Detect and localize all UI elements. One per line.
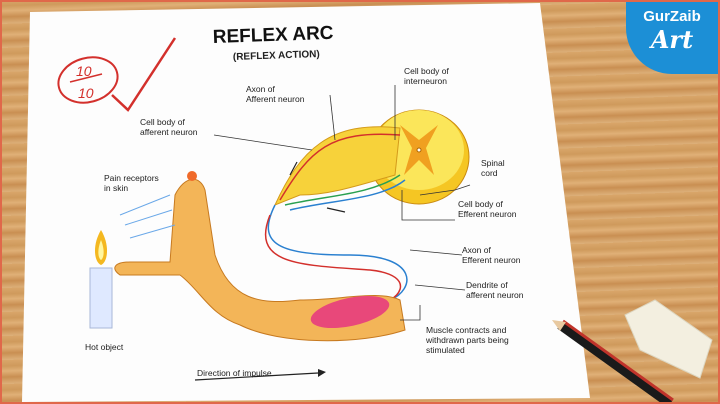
svg-text:Cell body of: Cell body of	[458, 199, 504, 209]
svg-text:Afferent neuron: Afferent neuron	[246, 94, 305, 104]
svg-text:afferent neuron: afferent neuron	[140, 127, 198, 137]
svg-text:Hot object: Hot object	[85, 342, 124, 352]
arrow-left-icon	[326, 207, 346, 213]
svg-text:Dendrite of: Dendrite of	[466, 280, 508, 290]
svg-text:10: 10	[78, 85, 94, 101]
efferent-axon	[267, 204, 408, 301]
svg-text:cord: cord	[481, 168, 498, 178]
brand-logo: GurZaib Art	[626, 0, 718, 74]
svg-text:Cell body of: Cell body of	[140, 117, 186, 127]
leader-lines	[213, 85, 471, 321]
logo-line1: GurZaib	[643, 8, 701, 25]
svg-text:stimulated: stimulated	[426, 345, 465, 355]
svg-text:Direction of impulse: Direction of impulse	[197, 368, 272, 378]
direction-arrow-icon	[194, 372, 319, 381]
svg-text:Efferent neuron: Efferent neuron	[462, 255, 521, 265]
svg-text:interneuron: interneuron	[404, 76, 447, 86]
svg-text:Efferent neuron: Efferent neuron	[458, 209, 517, 219]
paper-sheet	[22, 3, 590, 402]
pain-receptor	[187, 171, 197, 181]
grade-mark: 10 10	[57, 37, 177, 112]
svg-text:Axon of: Axon of	[462, 245, 491, 255]
arrow-up-icon	[289, 161, 298, 176]
arm	[114, 178, 406, 342]
muscle	[310, 295, 390, 329]
svg-text:afferent neuron: afferent neuron	[466, 290, 524, 300]
svg-text:Cell body of: Cell body of	[404, 66, 450, 76]
pencil	[552, 319, 674, 404]
candle	[89, 230, 113, 329]
title: REFLEX ARC	[212, 23, 334, 48]
svg-text:10: 10	[76, 63, 92, 79]
svg-text:withdrawn parts being: withdrawn parts being	[425, 335, 509, 345]
logo-line2: Art	[650, 25, 694, 54]
svg-text:Spinal: Spinal	[481, 158, 505, 168]
subtitle: (REFLEX ACTION)	[233, 49, 320, 63]
nerve-root	[274, 126, 401, 206]
svg-text:Pain receptors: Pain receptors	[104, 173, 159, 183]
eraser	[624, 299, 713, 379]
afferent-dendrite	[264, 214, 402, 306]
heat-lines	[119, 194, 176, 239]
svg-text:Axon of: Axon of	[246, 84, 275, 94]
svg-text:in skin: in skin	[104, 183, 128, 193]
svg-text:Muscle contracts and: Muscle contracts and	[426, 325, 507, 335]
